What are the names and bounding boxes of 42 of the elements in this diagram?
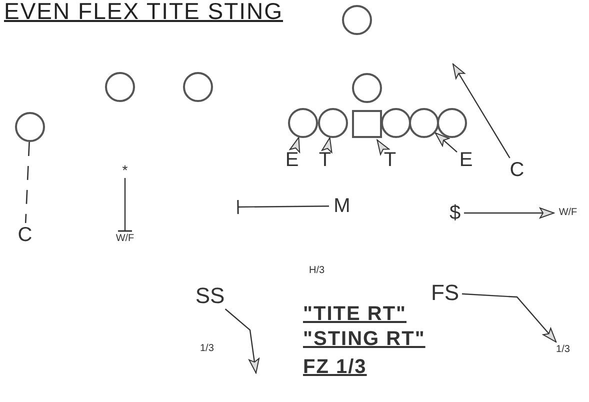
player-label: E xyxy=(459,150,473,170)
player-circle xyxy=(183,72,213,102)
player-label: W/F xyxy=(116,234,134,244)
player-circle xyxy=(437,108,467,138)
player-circle xyxy=(409,108,439,138)
arrow xyxy=(321,137,332,153)
player-circle xyxy=(381,108,411,138)
player-circle xyxy=(352,73,382,103)
arrow xyxy=(289,136,300,153)
play-call: "TITE RT" xyxy=(303,303,407,326)
player-circle xyxy=(105,72,135,102)
player-label: $ xyxy=(449,203,461,223)
play-call: FZ 1/3 xyxy=(303,356,367,379)
arrow xyxy=(462,293,557,342)
player-label: FS xyxy=(430,282,460,304)
player-circle xyxy=(288,108,318,138)
player-circle xyxy=(342,5,372,35)
arrow xyxy=(452,64,510,158)
player-label: E xyxy=(285,150,299,170)
player-label: SS xyxy=(195,285,225,307)
route-line xyxy=(237,199,329,215)
center-square xyxy=(352,110,382,138)
arrow xyxy=(376,140,390,155)
play-call: "STING RT" xyxy=(303,328,426,351)
zone-label: 1/3 xyxy=(200,343,214,354)
arrow xyxy=(434,132,458,153)
player-label: C xyxy=(510,160,524,180)
player-circle xyxy=(15,112,45,142)
route-line xyxy=(117,178,133,232)
player-label: W/F xyxy=(558,208,578,218)
player-circle xyxy=(318,108,348,138)
route-line xyxy=(24,142,30,224)
player-label: T xyxy=(318,150,332,170)
zone-label: H/3 xyxy=(309,265,325,276)
arrow xyxy=(224,308,260,374)
player-label: * xyxy=(122,163,128,177)
player-label: 1/3 xyxy=(556,345,570,355)
player-label: T xyxy=(384,150,396,170)
player-label: M xyxy=(334,196,350,216)
arrow xyxy=(464,208,554,218)
player-label: C xyxy=(18,225,32,245)
play-title: EVEN FLEX TITE STING xyxy=(4,0,284,25)
